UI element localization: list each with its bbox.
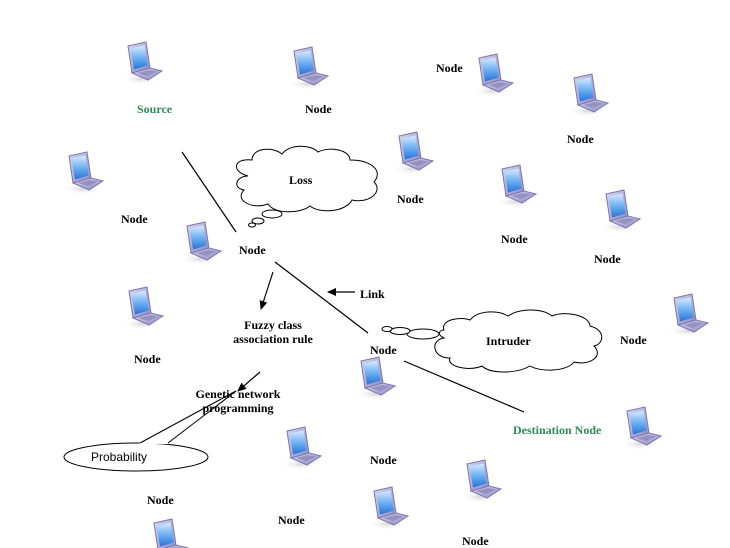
fuzzy-rule-label: Fuzzy class association rule <box>218 318 328 346</box>
node-label: Node <box>462 534 489 548</box>
laptop-icon[interactable] <box>146 518 189 548</box>
node-label: Node <box>370 453 397 467</box>
node-label: Node <box>305 102 332 116</box>
probability-label: Probability <box>91 450 148 464</box>
node-label: Node <box>501 232 528 246</box>
link-node-to-node <box>274 261 369 334</box>
node-label: Node <box>134 352 161 366</box>
node-label: Node <box>147 493 174 507</box>
laptop-icon[interactable] <box>459 459 502 504</box>
laptop-icon[interactable] <box>279 426 322 471</box>
loss-label: Loss <box>289 173 313 187</box>
node-label: Node <box>594 252 621 266</box>
destination-label: Destination Node <box>513 423 602 437</box>
arrow-to-gnp <box>237 371 261 392</box>
node-label: Node <box>239 243 266 257</box>
link-source-to-node <box>181 151 237 233</box>
laptop-icon[interactable] <box>471 53 514 98</box>
fuzzy-rule-line2: association rule <box>233 332 313 346</box>
node-label: Node <box>278 513 305 527</box>
node-label: Node <box>620 333 647 347</box>
node-label: Node <box>567 132 594 146</box>
link-label: Link <box>360 287 385 301</box>
laptop-icon-source[interactable] <box>120 41 163 86</box>
node-label: Node <box>397 192 424 206</box>
source-label: Source <box>137 102 173 116</box>
node-label: Node <box>121 212 148 226</box>
laptop-icon[interactable] <box>494 164 537 209</box>
node-label: Node <box>370 343 397 357</box>
laptop-icon[interactable] <box>61 151 104 196</box>
laptop-icon[interactable] <box>121 286 164 331</box>
intruder-thought-cloud <box>381 309 603 373</box>
gnp-line2: programming <box>202 401 274 415</box>
laptop-icon[interactable] <box>566 73 609 118</box>
gnp-line1: Genetic network <box>195 387 281 401</box>
link-node-to-destination <box>403 360 525 413</box>
laptop-icon[interactable] <box>366 486 409 531</box>
loss-thought-cloud <box>236 145 378 228</box>
fuzzy-rule-line1: Fuzzy class <box>244 318 302 332</box>
laptop-icon[interactable] <box>286 46 329 91</box>
laptop-icon[interactable] <box>391 131 434 176</box>
intruder-label: Intruder <box>486 334 531 348</box>
probability-callout <box>63 390 237 472</box>
laptop-icon[interactable] <box>598 189 641 234</box>
arrow-to-fuzzy-rule <box>259 271 274 310</box>
laptop-icon[interactable] <box>666 293 709 338</box>
laptop-icon[interactable] <box>179 221 222 266</box>
laptop-icon-destination[interactable] <box>619 406 662 451</box>
laptop-icon[interactable] <box>353 356 396 401</box>
gnp-label: Genetic network programming <box>183 387 293 415</box>
node-label: Node <box>436 61 463 75</box>
